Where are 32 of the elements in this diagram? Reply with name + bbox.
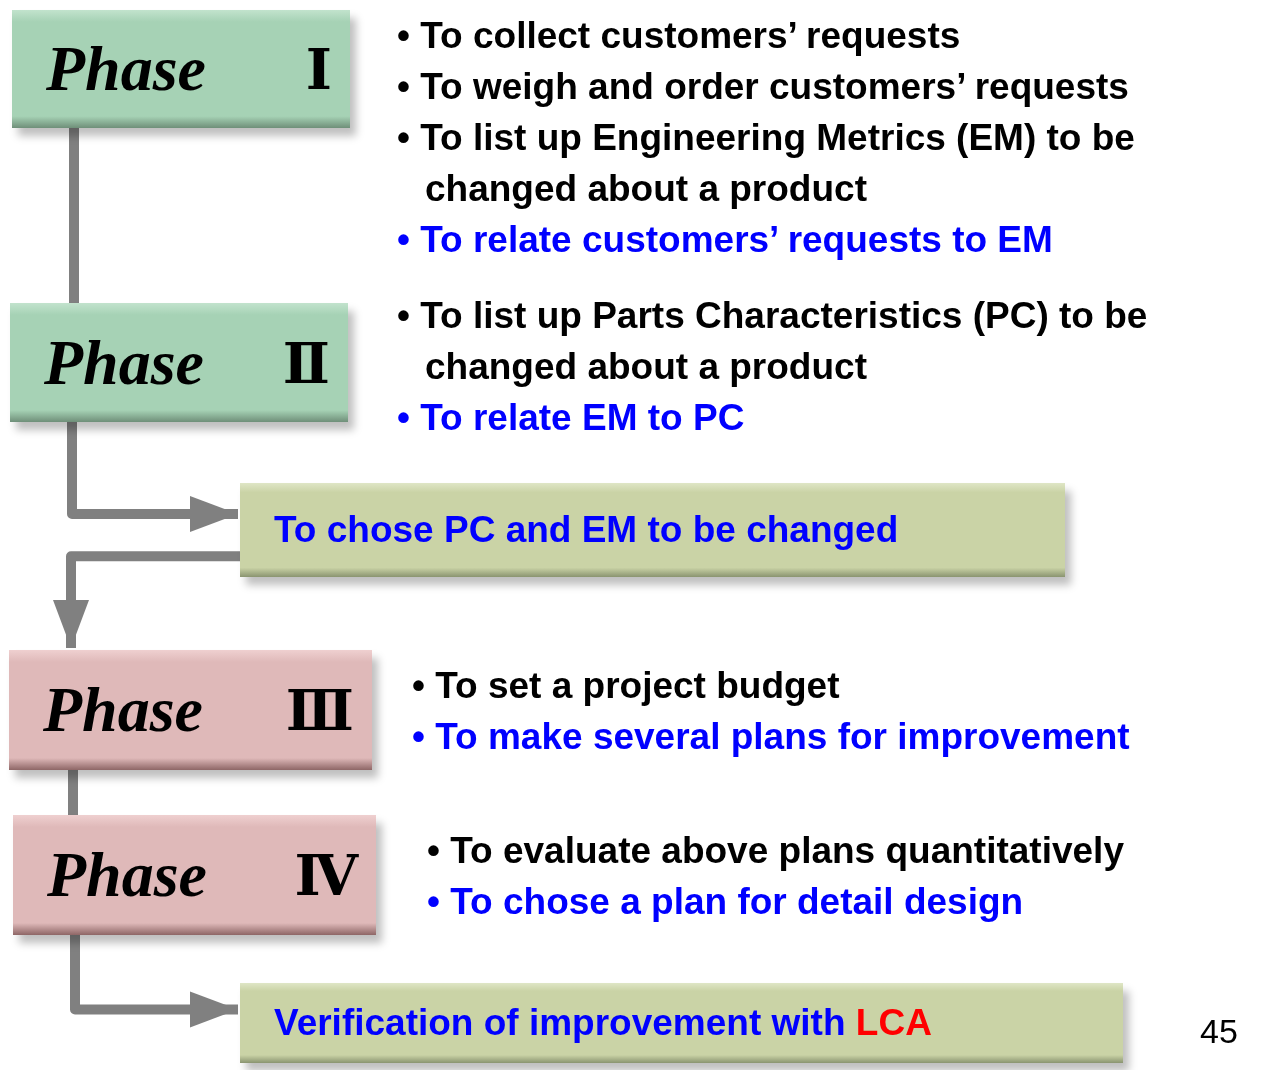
- phase-numeral: Ⅲ: [285, 677, 354, 743]
- bullet-item: • To set a project budget: [411, 664, 841, 708]
- bullet-item: • To collect customers’ requests: [396, 14, 962, 58]
- arrow: [70, 935, 238, 1028]
- bullet-item: • To list up Engineering Metrics (EM) to be changed about a product: [396, 116, 1136, 211]
- bullet-item: • To evaluate above plans quantitatively: [426, 829, 1125, 873]
- process-box: [240, 483, 1065, 577]
- bullet-item: • To relate EM to PC: [396, 396, 746, 440]
- arrow: [53, 551, 240, 648]
- bullet-item: • To relate customers’ requests to EM: [396, 218, 1054, 262]
- phase-label: Phase: [43, 673, 203, 747]
- box-label: To chose PC and EM to be changed: [273, 509, 899, 551]
- page-number: 45: [1200, 1012, 1238, 1051]
- phase-box: [10, 303, 348, 422]
- connector-line: [69, 128, 79, 303]
- phase-numeral: Ⅳ: [294, 842, 358, 908]
- phase-numeral: Ⅰ: [305, 36, 332, 102]
- bullet-item: • To make several plans for improvement: [411, 715, 1131, 759]
- phase-numeral: Ⅱ: [282, 329, 330, 396]
- connector-line: [68, 770, 78, 815]
- box-label: Verification of improvement with LCA: [273, 1002, 932, 1044]
- phase-box: [12, 10, 350, 128]
- phase-box: [9, 650, 372, 770]
- bullet-item: • To list up Parts Characteristics (PC) to be changed about a product: [396, 294, 1149, 389]
- bullet-item: • To weigh and order customers’ requests: [396, 65, 1130, 109]
- bullet-item: • To chose a plan for detail design: [426, 880, 1025, 924]
- phase-label: Phase: [46, 32, 206, 106]
- phase-label: Phase: [47, 838, 207, 912]
- arrow: [67, 422, 238, 532]
- process-box: [240, 983, 1123, 1063]
- phase-label: Phase: [44, 325, 204, 400]
- phase-box: [13, 815, 376, 935]
